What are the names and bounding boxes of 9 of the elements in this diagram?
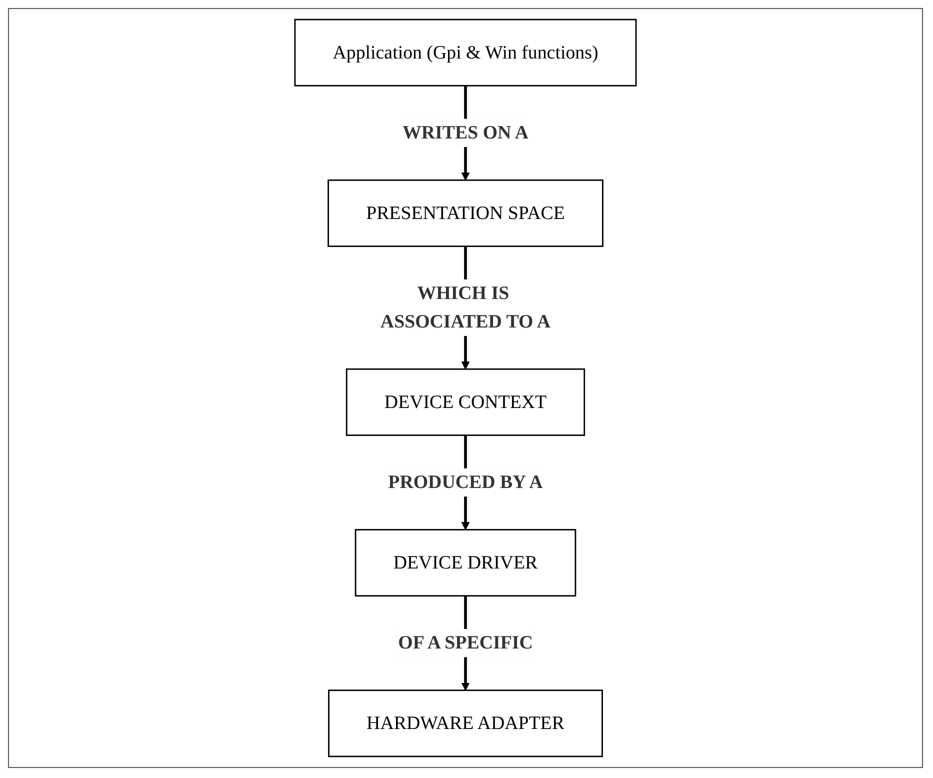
edge-label: WRITES ON A bbox=[402, 122, 528, 144]
node-box: DEVICE DRIVER bbox=[354, 529, 576, 597]
node-box: DEVICE CONTEXT bbox=[346, 368, 586, 436]
node-box: Application (Gpi & Win functions) bbox=[294, 18, 637, 86]
node-box: PRESENTATION SPACE bbox=[328, 179, 604, 247]
edge-label: WHICH IS ASSOCIATED TO A bbox=[380, 283, 551, 332]
node-box: HARDWARE ADAPTER bbox=[328, 690, 603, 758]
edge-label: OF A SPECIFIC bbox=[398, 632, 533, 654]
edge-label: PRODUCED BY A bbox=[388, 472, 543, 493]
